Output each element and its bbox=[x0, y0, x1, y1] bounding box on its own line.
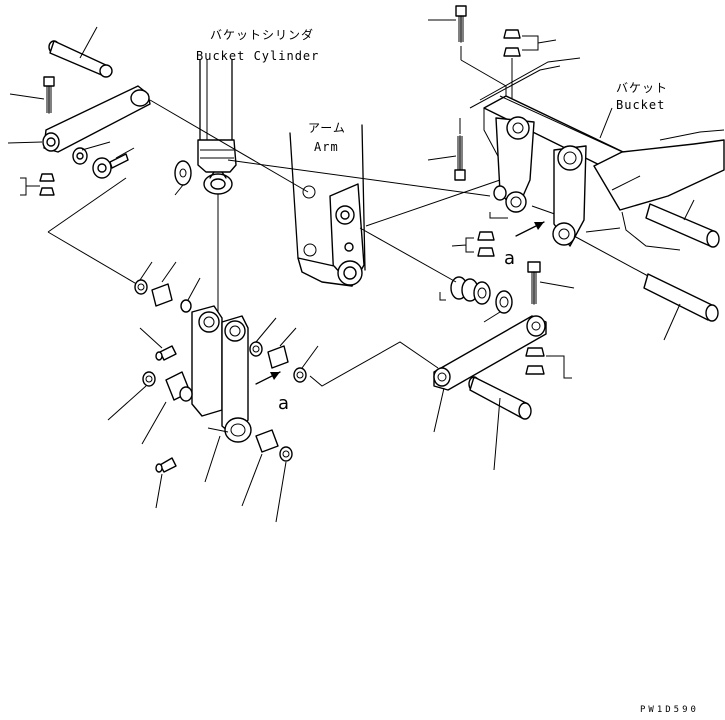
top-right-bolt bbox=[455, 5, 467, 43]
bucket-cylinder bbox=[197, 59, 237, 195]
top-left-nuts bbox=[39, 173, 55, 196]
arm: アーム Arm bbox=[289, 121, 366, 287]
drawing-code: PW1D590 bbox=[640, 705, 699, 715]
guide-cylinder-bucket bbox=[227, 159, 491, 197]
ref-a-left-label: a bbox=[278, 393, 289, 414]
leader-top-pin bbox=[79, 26, 98, 59]
top-left-pin bbox=[48, 40, 113, 78]
bucket-en-label: Bucket bbox=[616, 98, 665, 112]
lower-link bbox=[191, 305, 252, 443]
leader-bucket-pin-lower bbox=[663, 303, 681, 341]
guide-arm-shims bbox=[359, 227, 457, 283]
guide-to-lower-washers bbox=[47, 231, 141, 287]
leader-bracket-nuts bbox=[451, 237, 474, 253]
leader-ubush-1 bbox=[255, 317, 277, 343]
leader-top-bolt bbox=[9, 93, 45, 100]
bucket-cylinder-en-label: Bucket Cylinder bbox=[196, 49, 319, 63]
top-left-bolt bbox=[43, 76, 55, 114]
guide-arm-bucket bbox=[365, 179, 501, 227]
leader-grease-upper bbox=[139, 327, 163, 349]
bucket bbox=[469, 57, 725, 251]
leader-washer-1 bbox=[81, 141, 111, 151]
right-link-nuts bbox=[525, 347, 545, 375]
left-bushing bbox=[165, 371, 193, 402]
guide-bucket-pin-lower bbox=[573, 235, 649, 277]
leader-ubush-3 bbox=[301, 345, 319, 369]
leader-top-left-nuts bbox=[20, 177, 40, 196]
grease-fitting-upper bbox=[155, 345, 177, 361]
shim-stack bbox=[450, 276, 513, 314]
bucket-cylinder-jp-label: バケットシリンダ bbox=[210, 27, 314, 42]
leader-ubush-2 bbox=[279, 327, 297, 347]
right-bushings-upper bbox=[249, 341, 307, 383]
right-bushings-lower bbox=[255, 429, 293, 462]
leader-right-washer bbox=[275, 461, 287, 523]
lower-right-pin bbox=[468, 376, 532, 420]
leader-upper-link bbox=[7, 141, 43, 144]
reference-marker-a-right: a bbox=[504, 221, 545, 269]
upper-link-washers bbox=[72, 147, 129, 179]
bushing-upper-left bbox=[134, 279, 192, 313]
bucket-pin-upper bbox=[645, 203, 720, 248]
leader-bush-2 bbox=[161, 261, 177, 283]
leader-left-washer bbox=[107, 385, 147, 421]
mid-right-bolt bbox=[454, 135, 466, 181]
leader-left-bushing bbox=[141, 401, 167, 445]
leader-right-bush bbox=[241, 453, 263, 507]
leader-link-mark bbox=[207, 427, 229, 433]
leader-right-link-nuts bbox=[546, 355, 572, 379]
leader-top-right-nuts bbox=[522, 35, 557, 51]
bucket-cylinder-label: バケットシリンダ Bucket Cylinder bbox=[196, 27, 319, 63]
arm-jp-label: アーム bbox=[308, 121, 346, 135]
leader-lower-right-pin bbox=[493, 397, 501, 471]
right-link-bolt bbox=[527, 261, 541, 305]
bracket-nuts bbox=[477, 231, 495, 257]
guide-bracket-nuts bbox=[489, 212, 508, 219]
right-link bbox=[433, 315, 547, 391]
guide-to-right-link bbox=[309, 341, 439, 387]
leader-link-body bbox=[204, 435, 221, 483]
cylinder-washer bbox=[174, 160, 192, 186]
upper-link-left bbox=[42, 85, 151, 153]
leader-shim-washer bbox=[483, 311, 501, 323]
bucket-pin-lower bbox=[643, 273, 719, 322]
guide-washers-down bbox=[47, 177, 127, 233]
left-washer bbox=[142, 371, 156, 387]
leader-bush-3 bbox=[187, 277, 201, 301]
leader-shim bbox=[439, 292, 446, 301]
grease-fitting-lower bbox=[155, 457, 177, 473]
bucket-jp-label: バケット bbox=[616, 81, 668, 95]
leader-washer-2 bbox=[115, 147, 135, 159]
leader-mid-bolt bbox=[427, 155, 457, 161]
leader-bucket bbox=[599, 107, 613, 139]
reference-marker-a-left: a bbox=[255, 371, 289, 414]
leader-right-link-bolt bbox=[539, 281, 575, 289]
guide-upper-link-arm bbox=[149, 99, 309, 193]
top-right-nuts bbox=[503, 29, 521, 57]
leader-cyl-washer bbox=[174, 184, 184, 196]
ref-a-right-label: a bbox=[504, 248, 515, 269]
arm-en-label: Arm bbox=[314, 140, 339, 154]
leader-bush-1 bbox=[139, 261, 153, 281]
leader-right-link bbox=[433, 387, 445, 433]
leader-grease-lower bbox=[155, 473, 163, 509]
leader-bucket-pin-upper bbox=[683, 199, 695, 221]
